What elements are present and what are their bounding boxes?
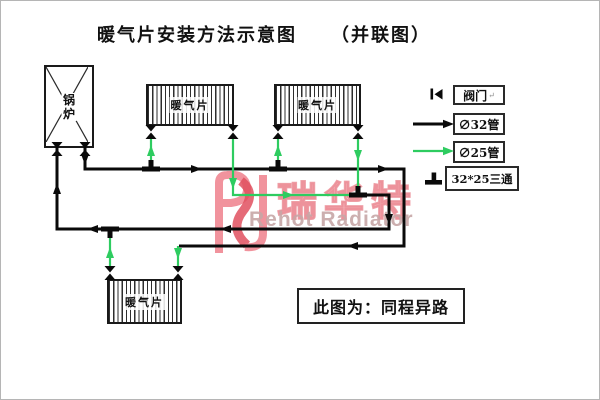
radiator-label: 暖气片: [169, 97, 211, 113]
tee-fitting-icon: [142, 160, 160, 172]
tee-fitting-icon: [349, 186, 367, 198]
radiator-top-1: 暖气片: [146, 84, 234, 126]
legend-valve-text: 阀门: [463, 88, 488, 103]
valve-icon: [104, 266, 116, 280]
valve-icon: [352, 125, 364, 139]
tee-fitting-icon: [101, 226, 119, 238]
page-title: 暖气片安装方法示意图 （并联图）: [97, 21, 431, 47]
flow-arrow-up-icon: [106, 247, 114, 258]
flow-arrow-down-icon: [229, 178, 237, 189]
legend-pipe-32-arrow-icon: [413, 119, 454, 129]
flow-arrow-right-icon: [378, 165, 389, 173]
flow-arrow-up-icon: [147, 145, 155, 156]
valve-icon: [227, 125, 239, 139]
note-box: 此图为：同程异路: [297, 288, 465, 324]
legend-tee-icon: [425, 172, 442, 185]
title-main: 暖气片安装方法示意图: [97, 25, 297, 46]
radiator-label: 暖气片: [124, 293, 165, 310]
legend-valve-icon: [430, 88, 443, 100]
legend-label-pipe-25: ∅25管: [453, 141, 505, 163]
radiator-bottom: 暖气片: [107, 279, 182, 324]
valve-icon: [145, 125, 157, 139]
valve-icon: [172, 266, 184, 280]
radiator-label: 暖气片: [297, 97, 338, 113]
flow-arrow-down-icon: [385, 214, 393, 225]
flow-arrow-up-icon: [274, 145, 282, 156]
flow-arrow-right-icon: [283, 191, 294, 199]
flow-arrow-left-icon: [87, 225, 98, 233]
return-pipe-32: [55, 142, 391, 231]
paragraph-mark: ↵: [488, 90, 495, 100]
flow-arrow-left-icon: [220, 225, 231, 233]
tee-fitting-icon: [269, 160, 287, 172]
legend-label-pipe-32: ∅32管: [453, 113, 505, 135]
legend-label-tee: 32*25三通: [445, 166, 519, 191]
title-sub: （并联图）: [331, 25, 431, 46]
radiator-top-2: 暖气片: [274, 84, 361, 126]
legend-pipe-25-arrow-icon: [413, 146, 454, 156]
flow-arrow-left-icon: [347, 242, 358, 250]
watermark-english: Rehot Radiator: [249, 208, 414, 231]
boiler-label: 锅炉: [61, 92, 77, 121]
branch-r1-return: [231, 137, 358, 197]
flow-arrow-down-icon: [354, 150, 362, 161]
flow-arrow-up-icon: [53, 183, 61, 194]
flow-arrow-down-icon: [81, 154, 89, 165]
boiler: 锅炉: [44, 65, 94, 148]
valve-icon: [272, 125, 284, 139]
flow-arrow-down-icon: [174, 248, 182, 259]
flow-arrow-right-icon: [191, 165, 202, 173]
legend-label-valve: 阀门↵: [453, 85, 505, 105]
